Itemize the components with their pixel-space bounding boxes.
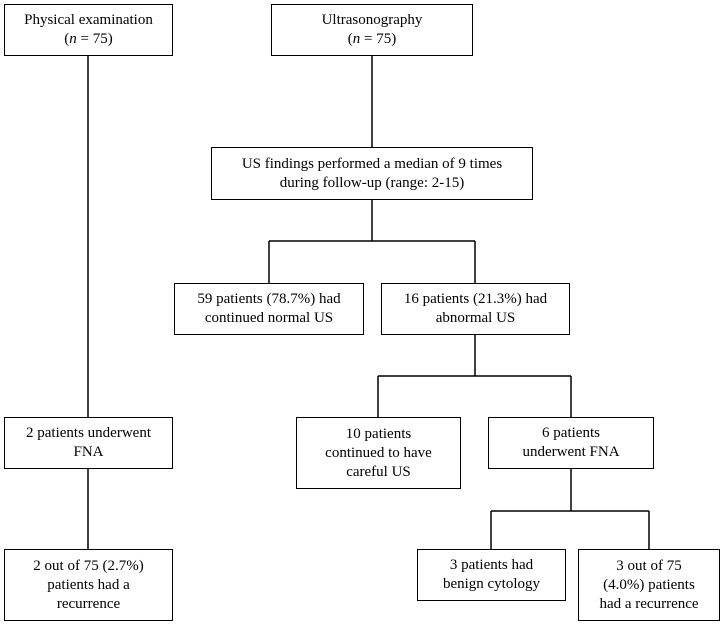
careful-us-line-1: 10 patients [345, 425, 412, 442]
pe-fna-line-2: FNA [73, 444, 104, 460]
pe-fna-line-1: 2 patients underwent [26, 425, 151, 441]
pe-recurrence-box: 2 out of 75 (2.7%) patients had a recurr… [4, 549, 173, 621]
abnormal-us-line-1: 16 patients (21.3%) had [403, 291, 548, 307]
pe-recurrence-line-3: recurrence [56, 595, 121, 612]
us-fna-line-1: 6 patients [542, 425, 600, 441]
ultrasonography-box: Ultrasonography (n = 75) [271, 4, 473, 56]
n-variable: n [69, 31, 77, 47]
physical-examination-box: Physical examination (n = 75) [4, 4, 173, 56]
abnormal-us-box: 16 patients (21.3%) had abnormal US [381, 283, 570, 335]
pe-recurrence-line-2: patients had a [47, 576, 130, 593]
us-recurrence-box: 3 out of 75 (4.0%) patients had a recurr… [578, 549, 720, 621]
ultrasonography-count: (n = 75) [347, 31, 397, 47]
us-findings-line-1: US findings performed a median of 9 time… [241, 155, 503, 172]
n-variable: n [352, 31, 361, 47]
benign-cytology-box: 3 patients had benign cytology [417, 549, 566, 601]
physical-examination-title: Physical examination [24, 12, 153, 28]
ultrasonography-title: Ultrasonography [321, 12, 423, 28]
us-recurrence-line-1: 3 out of 75 [616, 557, 682, 574]
careful-us-line-3: careful US [346, 463, 411, 480]
normal-us-line-2: continued normal US [204, 310, 334, 326]
abnormal-us-line-2: abnormal US [435, 310, 516, 326]
normal-us-box: 59 patients (78.7%) had continued normal… [174, 283, 364, 335]
physical-examination-count: (n = 75) [64, 31, 113, 47]
us-fna-box: 6 patients underwent FNA [488, 417, 654, 469]
us-findings-line-2: during follow-up (range: 2-15) [279, 174, 465, 191]
us-recurrence-line-2: (4.0%) patients [603, 576, 695, 593]
careful-us-box: 10 patients continued to have careful US [296, 417, 461, 489]
careful-us-line-2: continued to have [325, 444, 432, 461]
us-findings-box: US findings performed a median of 9 time… [211, 147, 533, 200]
pe-recurrence-line-1: 2 out of 75 (2.7%) [33, 557, 144, 574]
benign-cytology-line-1: 3 patients had [449, 557, 534, 573]
n-value: = 75) [360, 31, 397, 47]
normal-us-line-1: 59 patients (78.7%) had [197, 291, 341, 307]
us-recurrence-line-3: had a recurrence [599, 595, 699, 612]
us-fna-line-2: underwent FNA [522, 444, 620, 460]
benign-cytology-line-2: benign cytology [442, 576, 541, 592]
pe-fna-box: 2 patients underwent FNA [4, 417, 173, 469]
n-value: = 75) [76, 31, 113, 47]
